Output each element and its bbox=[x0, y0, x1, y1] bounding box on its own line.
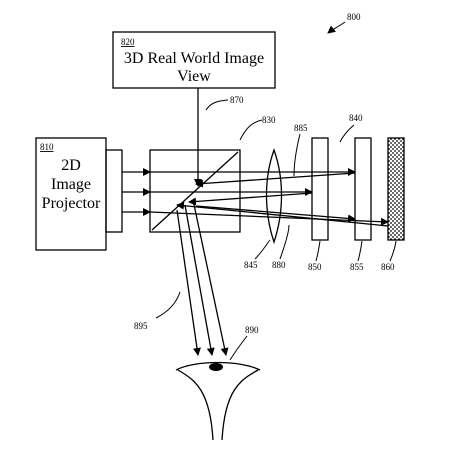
eye-ref: 890 bbox=[245, 325, 259, 335]
eye-ray-3 bbox=[192, 199, 229, 356]
light-870-ref: 870 bbox=[230, 95, 244, 105]
ray-c-return bbox=[176, 201, 389, 227]
beam-splitter-leader bbox=[239, 119, 263, 141]
lens-880-ref: 880 bbox=[272, 260, 286, 270]
ray-b-return bbox=[188, 192, 313, 206]
eye-leader bbox=[229, 335, 248, 361]
lens-ref: 845 bbox=[244, 260, 258, 270]
lens bbox=[265, 148, 283, 245]
light-895-ref: 895 bbox=[134, 321, 148, 331]
projector-ref: 810 bbox=[40, 142, 54, 152]
figure-leader bbox=[327, 21, 346, 34]
lens-880-leader bbox=[279, 224, 290, 260]
plate-850 bbox=[311, 137, 329, 241]
light-885-leader bbox=[293, 133, 301, 177]
plate-850-leader bbox=[315, 240, 321, 262]
eye bbox=[175, 361, 261, 441]
real-world-view-line1: 3D Real World Image bbox=[124, 50, 264, 67]
ray-a-return bbox=[195, 172, 356, 188]
real-world-view-ref: 820 bbox=[121, 37, 135, 47]
beam-splitter bbox=[149, 149, 241, 233]
eye-ray-2 bbox=[184, 204, 215, 356]
real-world-view-box: 820 3D Real World Image View bbox=[112, 31, 276, 89]
optical-stack-leader bbox=[339, 124, 355, 143]
projector-line1: 2D bbox=[61, 157, 81, 174]
reflector-ref: 860 bbox=[381, 262, 395, 272]
light-870-leader bbox=[205, 99, 229, 111]
plate-855-leader bbox=[357, 240, 363, 262]
eye-ray-1 bbox=[176, 209, 201, 356]
plate-855-ref: 855 bbox=[350, 262, 364, 272]
real-world-view-line2: View bbox=[177, 68, 211, 85]
reflector-leader bbox=[389, 240, 397, 262]
light-885-ref: 885 bbox=[294, 123, 308, 133]
projector-line2: Image bbox=[51, 176, 91, 193]
lens-leader bbox=[254, 239, 271, 260]
figure-number: 800 bbox=[347, 12, 361, 22]
plate-855 bbox=[354, 137, 372, 241]
projector-box: 810 2D Image Projector bbox=[35, 137, 123, 251]
optical-stack-ref: 840 bbox=[349, 113, 363, 123]
reflector-860 bbox=[387, 137, 405, 241]
light-895-leader bbox=[155, 291, 181, 319]
projector-line3: Projector bbox=[42, 195, 101, 212]
plate-850-ref: 850 bbox=[308, 262, 322, 272]
beam-splitter-ref: 830 bbox=[262, 115, 276, 125]
